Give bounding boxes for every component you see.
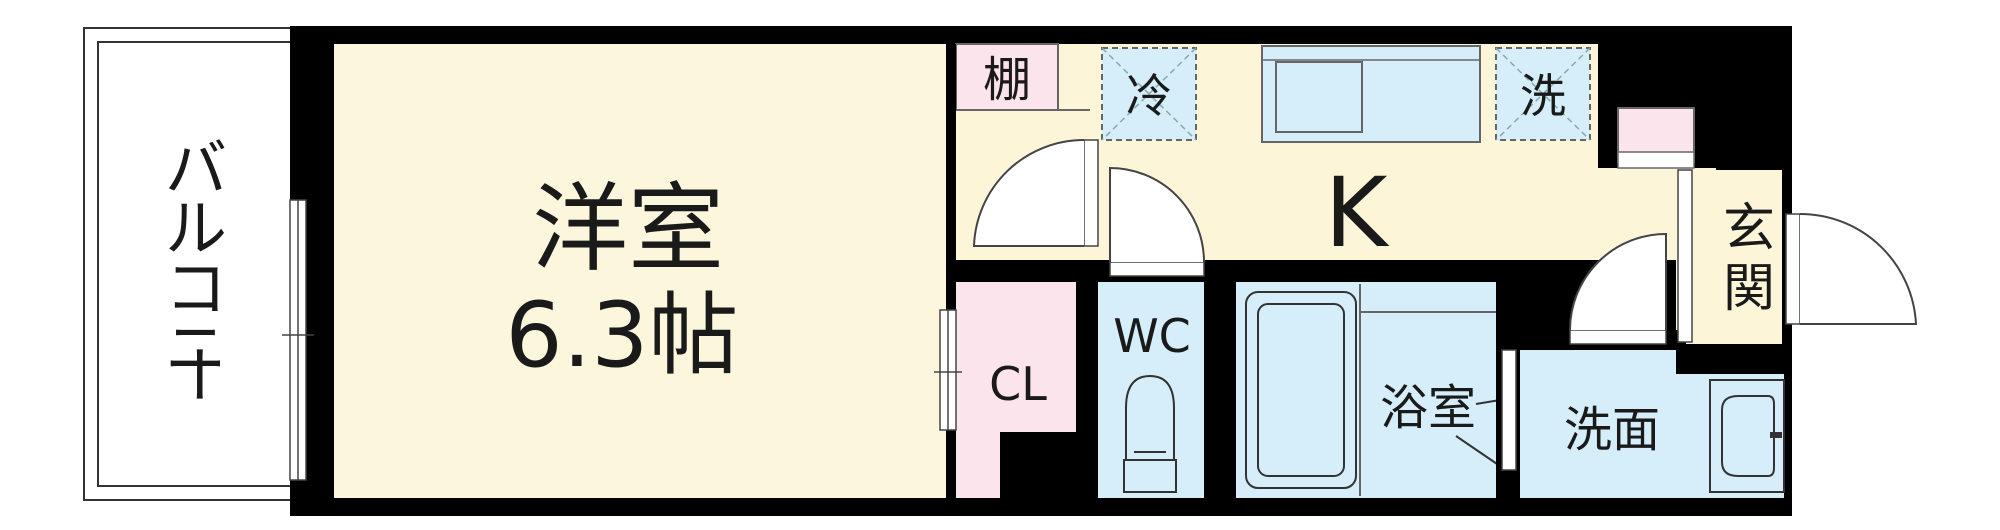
wash-basin-icon bbox=[1709, 379, 1785, 493]
washer-space bbox=[1495, 47, 1591, 141]
western-room-name: 洋室 bbox=[532, 173, 724, 285]
closet-label: CL bbox=[989, 357, 1047, 411]
fridge-space bbox=[1101, 47, 1197, 141]
entrance-label: 玄 関 bbox=[1723, 199, 1775, 319]
balcony-label: バ ル コ ニ ー bbox=[161, 132, 234, 405]
balcony-window bbox=[282, 199, 314, 481]
front-door bbox=[1785, 212, 1918, 325]
washroom-label: 洗面 bbox=[1564, 402, 1660, 458]
balcony-char: コ bbox=[165, 252, 227, 325]
balcony-char: バ bbox=[165, 132, 227, 205]
kitchen-entrance-door bbox=[1677, 169, 1693, 343]
shelf-label: 棚 bbox=[983, 52, 1031, 108]
closet-window bbox=[934, 309, 962, 431]
washroom-floor bbox=[1520, 350, 1686, 498]
entrance-floor bbox=[1716, 170, 1782, 350]
toilet-icon bbox=[1123, 374, 1177, 493]
bathtub-icon bbox=[1245, 291, 1357, 489]
bathroom-door bbox=[1501, 349, 1517, 471]
entrance-char: 関 bbox=[1723, 259, 1775, 319]
toilet-label: WC bbox=[1113, 309, 1191, 363]
western-room-door bbox=[972, 139, 1099, 247]
kitchen-sink-counter bbox=[1261, 45, 1481, 143]
fridge-label: 冷 bbox=[1126, 69, 1172, 123]
balcony bbox=[83, 27, 293, 501]
washer-label: 洗 bbox=[1520, 69, 1566, 123]
western-room-floor bbox=[334, 44, 946, 498]
washroom-door bbox=[1569, 232, 1667, 345]
western-room-size: 6.3帖 bbox=[505, 283, 738, 388]
balcony-char: ー bbox=[161, 343, 234, 405]
balcony-char: ニ bbox=[165, 312, 227, 385]
kitchen-label: K bbox=[1325, 157, 1390, 269]
entrance-char: 玄 bbox=[1723, 199, 1775, 259]
balcony-char: ル bbox=[165, 192, 227, 265]
bathroom-label: 浴室 bbox=[1380, 380, 1476, 436]
toilet-door bbox=[1109, 166, 1205, 277]
